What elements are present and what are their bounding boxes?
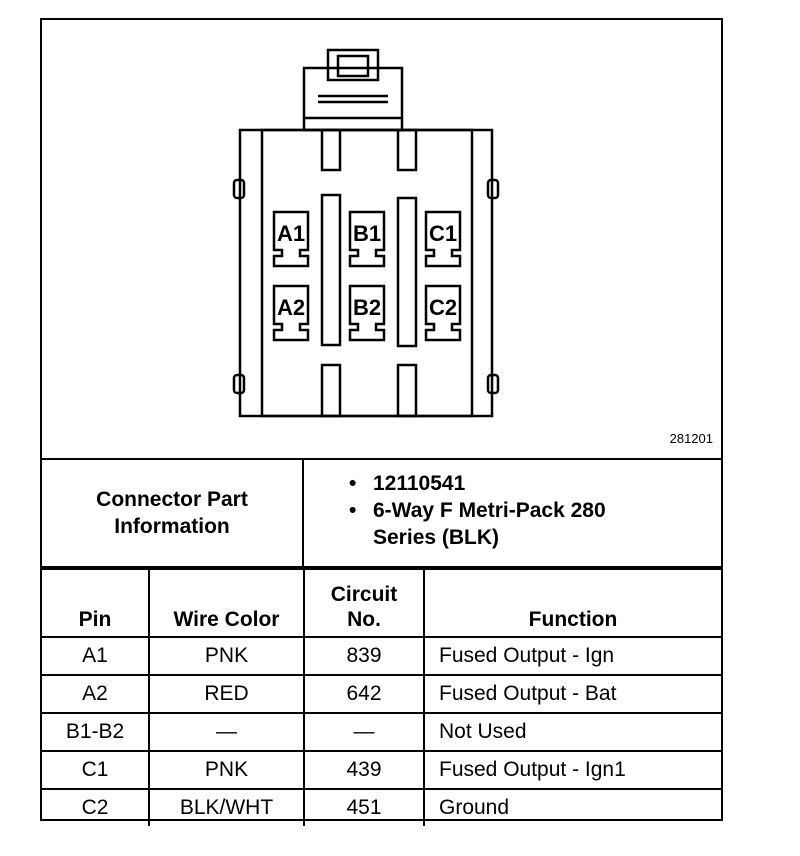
- table-row: B1-B2 — — Not Used: [42, 712, 721, 752]
- pin-cell: C2: [42, 788, 150, 826]
- connector-sheet: A1 B1 C1 A2 B2 C2 281201 Connector Part …: [40, 18, 723, 826]
- pin-table: Pin Wire Color Circuit No. Function A1 P…: [42, 568, 721, 826]
- latch-tab-inner: [336, 54, 370, 78]
- figure-id: 281201: [669, 431, 713, 446]
- wire-color-cell: BLK/WHT: [148, 788, 305, 826]
- cavity-a2: [272, 284, 310, 342]
- wire-color-cell: RED: [148, 674, 305, 714]
- header-wire-color: Wire Color: [148, 568, 305, 638]
- right-clip-bottom: [486, 373, 500, 395]
- rib-center-right: [396, 196, 418, 348]
- rib-center-left: [320, 193, 342, 347]
- left-clip-top: [232, 178, 246, 200]
- bullet-icon: •: [349, 472, 357, 495]
- cavity-b2: [348, 284, 386, 342]
- part-info-label: Connector Part Information: [42, 460, 304, 566]
- right-clip-top: [486, 178, 500, 200]
- left-clip-bottom: [232, 373, 246, 395]
- cavity-label-b2: B2: [353, 295, 381, 320]
- housing-inner-frame: [260, 128, 474, 418]
- pin-table-header: Pin Wire Color Circuit No. Function: [42, 568, 721, 638]
- cavity-c2: [424, 284, 462, 342]
- table-row: C2 BLK/WHT 451 Ground: [42, 788, 721, 826]
- function-cell: Ground: [423, 788, 721, 826]
- wire-color-cell: —: [148, 712, 305, 752]
- wire-color-cell: PNK: [148, 636, 305, 676]
- table-row: C1 PNK 439 Fused Output - Ign1: [42, 750, 721, 790]
- cavity-b1: [348, 210, 386, 268]
- header-circuit-no: Circuit No.: [303, 568, 425, 638]
- circuit-cell: 642: [303, 674, 425, 714]
- latch-tab: [326, 48, 380, 82]
- connector-part-info: Connector Part Information • 12110541 • …: [42, 458, 721, 568]
- circuit-cell: 439: [303, 750, 425, 790]
- pin-cell: A1: [42, 636, 150, 676]
- rib-top-right: [396, 128, 418, 172]
- cavity-label-a1: A1: [277, 221, 305, 246]
- circuit-cell: 451: [303, 788, 425, 826]
- bullet-icon: •: [349, 499, 357, 522]
- rib-top-left: [320, 128, 342, 172]
- function-cell: Fused Output - Bat: [423, 674, 721, 714]
- circuit-cell: —: [303, 712, 425, 752]
- header-pin: Pin: [42, 568, 150, 638]
- connector-face-diagram: A1 B1 C1 A2 B2 C2: [232, 48, 500, 418]
- cavity-label-c1: C1: [429, 221, 457, 246]
- part-number: 12110541: [373, 472, 466, 495]
- part-number-item: • 12110541: [347, 470, 613, 497]
- connector-latch: [302, 66, 404, 132]
- rib-bottom-left: [320, 363, 342, 418]
- terminal-cavities: [272, 210, 462, 342]
- cavity-c1: [424, 210, 462, 268]
- part-info-list: • 12110541 • 6-Way F Metri-Pack 280 Seri…: [347, 470, 613, 551]
- connector-drawing: A1 B1 C1 A2 B2 C2 281201: [42, 20, 721, 458]
- cavity-label-b1: B1: [353, 221, 381, 246]
- function-cell: Not Used: [423, 712, 721, 752]
- function-cell: Fused Output - Ign1: [423, 750, 721, 790]
- pin-cell: A2: [42, 674, 150, 714]
- table-row: A1 PNK 839 Fused Output - Ign: [42, 636, 721, 676]
- cavity-label-c2: C2: [429, 295, 457, 320]
- part-info-label-text: Connector Part Information: [96, 488, 248, 538]
- cavity-a1: [272, 210, 310, 268]
- rib-bottom-right: [396, 363, 418, 418]
- circuit-cell: 839: [303, 636, 425, 676]
- part-description: 6-Way F Metri-Pack 280 Series (BLK): [373, 499, 606, 549]
- connector-housing: [238, 128, 494, 418]
- pin-cell: C1: [42, 750, 150, 790]
- pin-cell: B1-B2: [42, 712, 150, 752]
- cavity-label-a2: A2: [277, 295, 305, 320]
- header-function: Function: [423, 568, 721, 638]
- function-cell: Fused Output - Ign: [423, 636, 721, 676]
- table-row: A2 RED 642 Fused Output - Bat: [42, 674, 721, 714]
- wire-color-cell: PNK: [148, 750, 305, 790]
- part-description-item: • 6-Way F Metri-Pack 280 Series (BLK): [347, 497, 613, 551]
